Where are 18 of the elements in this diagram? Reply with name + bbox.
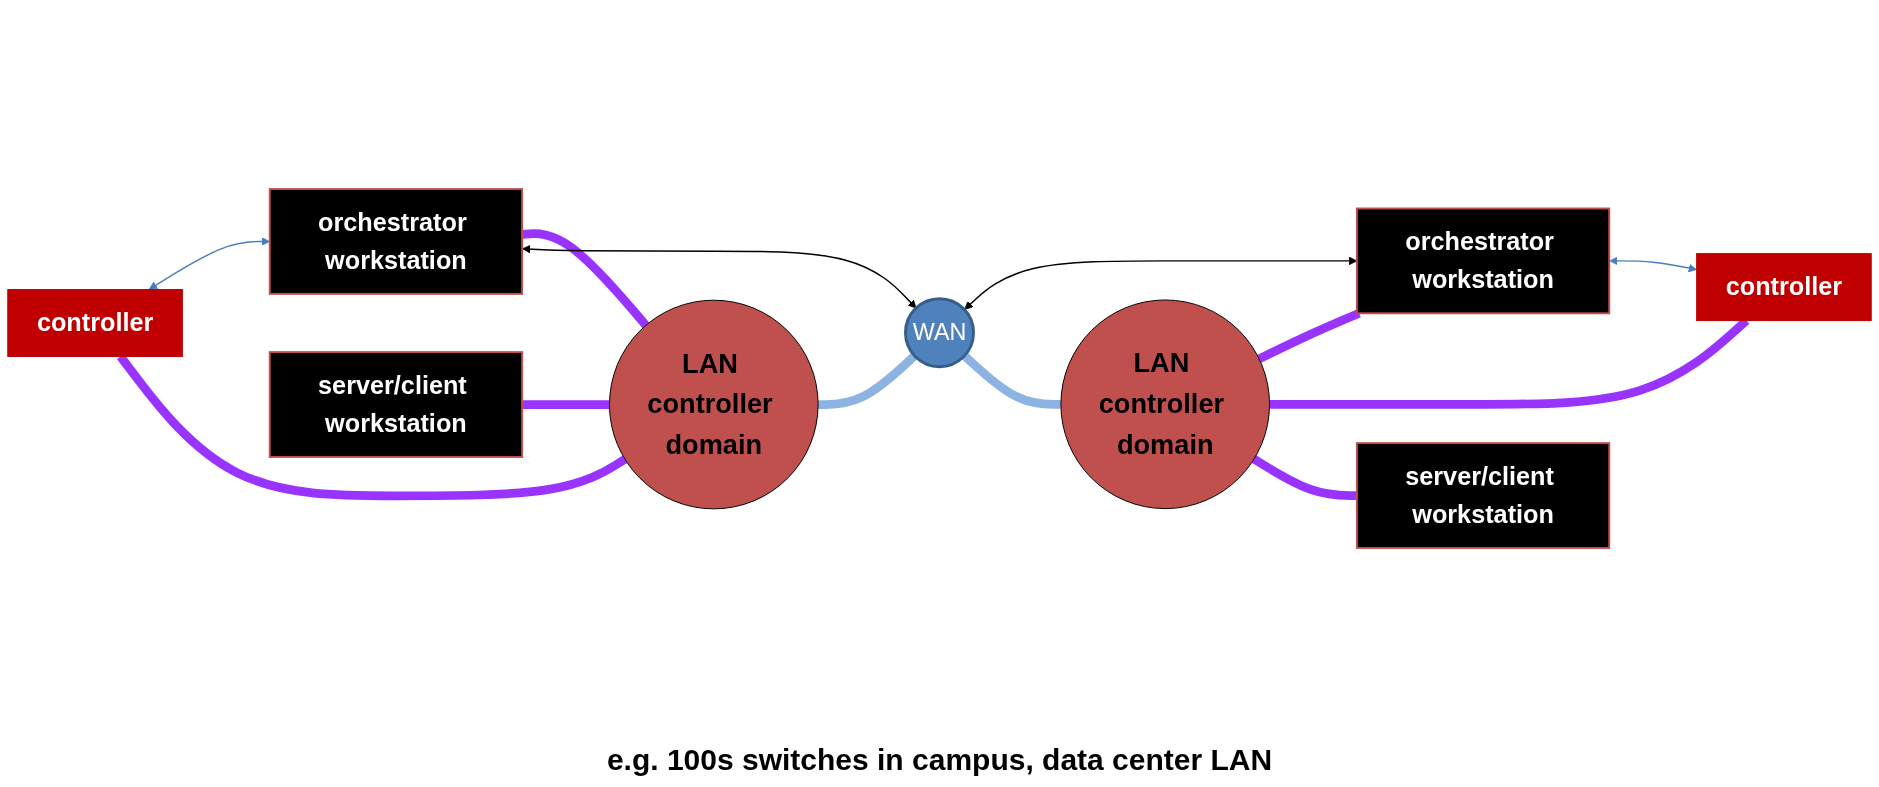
arrow — [522, 244, 917, 309]
node-box: server/client workstation — [268, 351, 524, 458]
node-circle: LAN controller domain — [1060, 299, 1271, 510]
note-text: e.g. 100s switches in campus, data center LAN — [606, 743, 1273, 777]
node-circle: LAN controller domain — [608, 299, 819, 510]
node-box: controller — [1696, 253, 1872, 322]
connector — [818, 352, 918, 409]
node-circle: WAN — [904, 297, 975, 369]
connector — [961, 352, 1061, 409]
connector — [522, 400, 610, 409]
node-box: server/client workstation — [1355, 442, 1611, 549]
node-box: controller — [7, 289, 183, 357]
node-box: orchestrator workstation — [1355, 207, 1611, 315]
connector — [1251, 455, 1357, 500]
node-box: orchestrator workstation — [268, 188, 524, 295]
connector — [117, 353, 628, 501]
arrow — [1609, 256, 1697, 273]
connector — [1257, 309, 1361, 363]
